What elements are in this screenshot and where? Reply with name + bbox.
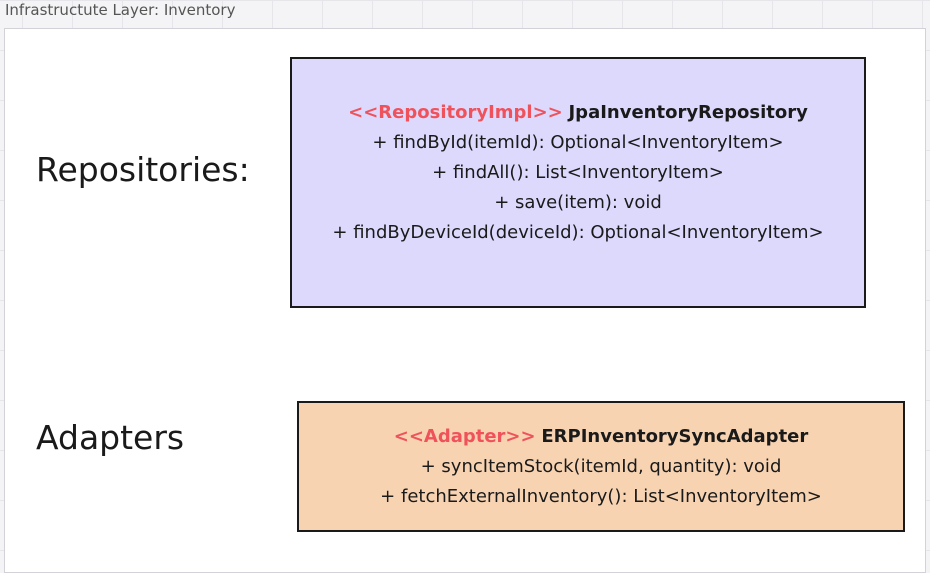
adapter-class-header: <<Adapter>> ERPInventorySyncAdapter <box>394 422 809 452</box>
adapters-label: Adapters <box>36 418 185 457</box>
repository-class-box[interactable]: <<RepositoryImpl>> JpaInventoryRepositor… <box>290 57 866 308</box>
repository-stereotype: <<RepositoryImpl>> <box>348 101 563 123</box>
frame-title[interactable]: Infrastructute Layer: Inventory <box>5 1 236 19</box>
repository-class-name: JpaInventoryRepository <box>568 101 808 123</box>
adapter-method: + syncItemStock(itemId, quantity): void <box>420 455 782 477</box>
repository-method: + findById(itemId): Optional<InventoryIt… <box>372 131 784 153</box>
adapter-class-box[interactable]: <<Adapter>> ERPInventorySyncAdapter + sy… <box>297 401 905 532</box>
repositories-label: Repositories: <box>36 150 250 189</box>
repository-method: + findAll(): List<InventoryItem> <box>432 161 724 183</box>
repository-class-header: <<RepositoryImpl>> JpaInventoryRepositor… <box>348 98 808 128</box>
adapter-class-name: ERPInventorySyncAdapter <box>541 425 809 447</box>
repository-method: + save(item): void <box>494 191 662 213</box>
repository-method: + findByDeviceId(deviceId): Optional<Inv… <box>332 221 824 243</box>
adapter-method: + fetchExternalInventory(): List<Invento… <box>380 485 822 507</box>
adapter-stereotype: <<Adapter>> <box>393 425 536 447</box>
